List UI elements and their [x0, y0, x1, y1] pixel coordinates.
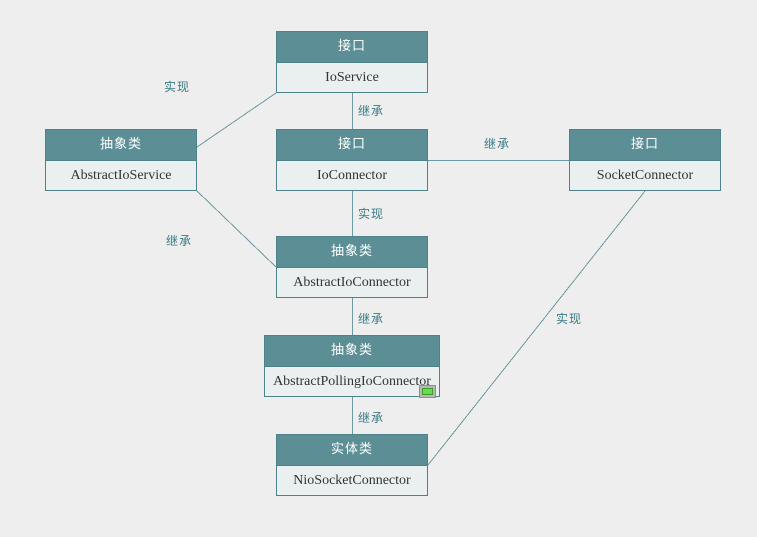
edge-label-abstractioconnector-implements-ioconnector: 实现: [358, 207, 385, 221]
node-name: NioSocketConnector: [277, 465, 427, 495]
node-niosocketconnector[interactable]: 实体类 NioSocketConnector: [276, 434, 428, 496]
node-ioservice[interactable]: 接口 IoService: [276, 31, 428, 93]
edge-label-abstractpollingioconnector-extends-abstractioconnector: 继承: [358, 312, 385, 326]
node-name: AbstractIoService: [46, 160, 196, 190]
node-ioconnector[interactable]: 接口 IoConnector: [276, 129, 428, 191]
edge-label-socketconnector-extends-ioconnector: 继承: [484, 137, 511, 151]
node-abstractioconnector[interactable]: 抽象类 AbstractIoConnector: [276, 236, 428, 298]
resize-handle-badge-icon[interactable]: [419, 385, 436, 398]
node-stereotype: 实体类: [277, 435, 427, 465]
edge-label-abstractioconnector-extends-abstractioservice: 继承: [166, 234, 193, 248]
node-name: IoService: [277, 62, 427, 92]
node-stereotype: 接口: [277, 130, 427, 160]
node-stereotype: 抽象类: [277, 237, 427, 267]
edge-label-niosocketconnector-extends-abstractpollingioconnector: 继承: [358, 411, 385, 425]
edge-abstractioconnector-extends-abstractioservice: [196, 190, 277, 268]
edge-label-niosocketconnector-implements-socketconnector: 实现: [556, 312, 583, 326]
node-stereotype: 抽象类: [46, 130, 196, 160]
resize-handle-inner-icon: [422, 388, 433, 395]
node-abstractpollingioconnector[interactable]: 抽象类 AbstractPollingIoConnector: [264, 335, 440, 397]
node-socketconnector[interactable]: 接口 SocketConnector: [569, 129, 721, 191]
edge-abstractioservice-implements-ioservice: [196, 92, 277, 148]
edge-label-ioconnector-extends-ioservice: 继承: [358, 104, 385, 118]
node-abstractioservice[interactable]: 抽象类 AbstractIoService: [45, 129, 197, 191]
node-stereotype: 抽象类: [265, 336, 439, 366]
node-stereotype: 接口: [277, 32, 427, 62]
edge-niosocketconnector-implements-socketconnector: [427, 190, 646, 466]
node-name: SocketConnector: [570, 160, 720, 190]
node-name: IoConnector: [277, 160, 427, 190]
node-name: AbstractPollingIoConnector: [265, 366, 439, 396]
edge-label-abstractioservice-implements-ioservice: 实现: [164, 80, 191, 94]
node-name: AbstractIoConnector: [277, 267, 427, 297]
node-stereotype: 接口: [570, 130, 720, 160]
